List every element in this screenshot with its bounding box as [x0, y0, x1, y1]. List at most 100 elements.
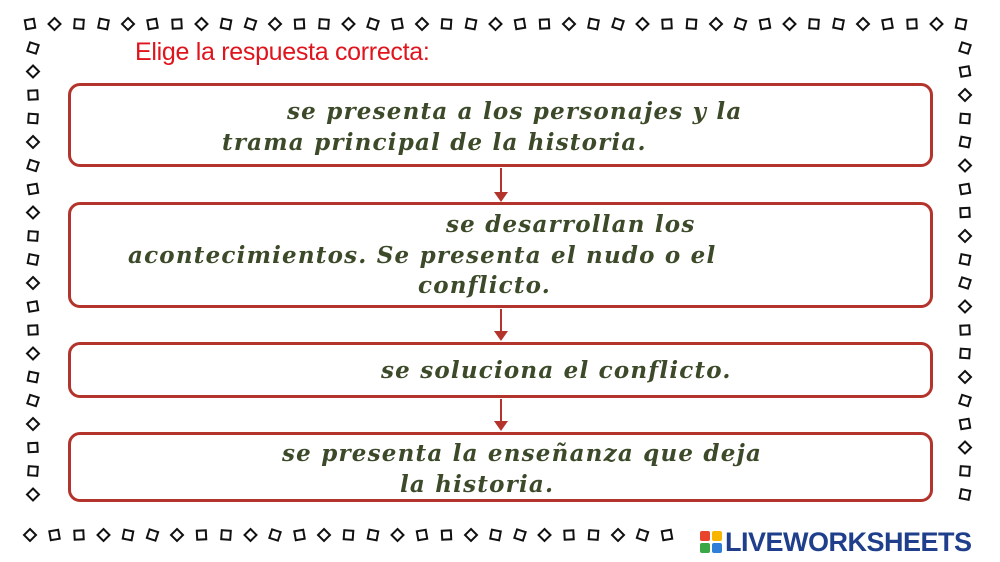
border-square-icon — [23, 17, 37, 31]
border-diamond-icon — [957, 158, 973, 173]
border-square-icon — [513, 528, 527, 542]
border-square-icon — [366, 528, 380, 542]
border-square-icon — [27, 112, 39, 125]
border-diamond-icon — [957, 228, 973, 244]
border-diamond-icon — [957, 369, 973, 385]
border-diamond-icon — [341, 16, 356, 32]
step-2-line-2: acontecimientos. Se presenta el nudo o e… — [128, 242, 717, 269]
border-square-icon — [293, 18, 306, 30]
flow-arrowhead-2 — [494, 331, 508, 341]
border-square-icon — [587, 17, 600, 31]
border-square-icon — [958, 488, 972, 501]
border-square-icon — [685, 18, 698, 30]
border-square-icon — [171, 18, 183, 30]
border-diamond-icon — [243, 527, 258, 543]
border-square-icon — [635, 528, 650, 542]
border-square-icon — [243, 17, 258, 31]
border-diamond-icon — [120, 16, 136, 32]
brand-tile-green — [700, 543, 710, 553]
border-square-icon — [146, 17, 159, 31]
border-square-icon — [27, 465, 39, 477]
border-diamond-icon — [25, 134, 41, 150]
border-square-icon — [958, 253, 972, 266]
border-square-icon — [26, 253, 40, 266]
border-square-icon — [27, 89, 39, 101]
border-square-icon — [959, 465, 971, 477]
step-box-1 — [68, 83, 933, 167]
border-square-icon — [73, 18, 85, 30]
border-square-icon — [268, 528, 282, 542]
border-square-icon — [121, 528, 135, 542]
border-square-icon — [391, 17, 404, 31]
step-1-line-1: se presenta a los personajes y la — [287, 98, 743, 125]
step-2-line-3: conflicto. — [418, 272, 552, 299]
border-diamond-icon — [488, 16, 503, 32]
liveworksheets-logo: LIVEWORKSHEETS — [700, 527, 972, 557]
border-square-icon — [958, 41, 972, 55]
brand-grid-icon — [700, 531, 722, 553]
border-square-icon — [220, 529, 232, 541]
border-square-icon — [440, 18, 453, 30]
border-square-icon — [513, 17, 527, 31]
border-diamond-icon — [267, 16, 283, 32]
border-square-icon — [26, 41, 40, 55]
border-diamond-icon — [25, 416, 41, 432]
border-square-icon — [440, 529, 453, 541]
border-square-icon — [342, 529, 355, 541]
border-diamond-icon — [610, 527, 626, 543]
border-square-icon — [881, 17, 894, 31]
border-square-icon — [906, 18, 918, 30]
border-diamond-icon — [25, 64, 41, 79]
border-diamond-icon — [390, 527, 405, 543]
border-square-icon — [587, 529, 600, 541]
brand-tile-blue — [712, 543, 722, 553]
border-square-icon — [48, 528, 61, 542]
border-diamond-icon — [561, 16, 577, 32]
border-square-icon — [97, 17, 110, 31]
border-square-icon — [26, 300, 40, 313]
border-square-icon — [661, 18, 673, 30]
step-box-3 — [68, 342, 933, 398]
border-square-icon — [958, 182, 972, 196]
border-diamond-icon — [47, 16, 62, 32]
border-square-icon — [293, 528, 306, 542]
worksheet-title: Elige la respuesta correcta: — [135, 38, 430, 66]
border-square-icon — [195, 529, 208, 541]
border-square-icon — [611, 17, 625, 31]
brand-tile-red — [700, 531, 710, 541]
flow-arrow-2 — [500, 309, 502, 331]
border-diamond-icon — [194, 16, 209, 32]
step-2-line-1: se desarrollan los — [446, 211, 696, 238]
border-diamond-icon — [957, 440, 973, 455]
border-square-icon — [26, 182, 40, 196]
border-diamond-icon — [169, 527, 185, 543]
border-square-icon — [27, 441, 39, 454]
border-diamond-icon — [25, 275, 41, 291]
step-4-line-2: la historia. — [400, 471, 555, 498]
border-diamond-icon — [855, 16, 871, 32]
border-diamond-icon — [782, 16, 797, 32]
border-square-icon — [954, 17, 968, 31]
border-diamond-icon — [537, 527, 552, 543]
border-square-icon — [958, 135, 972, 149]
border-diamond-icon — [96, 527, 111, 543]
border-square-icon — [27, 230, 39, 242]
border-diamond-icon — [708, 16, 724, 32]
border-diamond-icon — [25, 487, 41, 502]
step-1-line-2: trama principal de la historia. — [222, 129, 647, 156]
step-box-4 — [68, 432, 933, 502]
border-diamond-icon — [22, 527, 38, 543]
border-square-icon — [832, 17, 845, 31]
step-box-2 — [68, 202, 933, 308]
border-diamond-icon — [635, 16, 650, 32]
flow-arrowhead-3 — [494, 421, 508, 431]
border-square-icon — [959, 206, 971, 219]
border-square-icon — [733, 17, 748, 31]
border-square-icon — [27, 324, 39, 336]
border-square-icon — [808, 18, 820, 30]
brand-tile-yellow — [712, 531, 722, 541]
border-square-icon — [958, 276, 972, 290]
border-diamond-icon — [414, 16, 430, 32]
border-square-icon — [318, 18, 330, 30]
